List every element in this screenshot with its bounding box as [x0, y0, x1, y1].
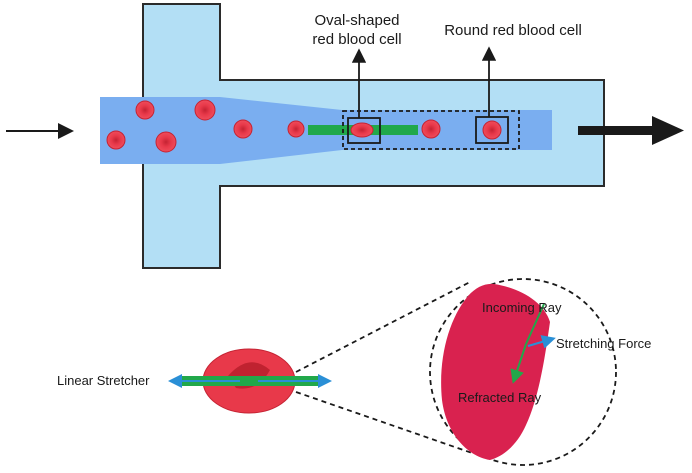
red-blood-cell	[155, 131, 177, 153]
red-blood-cell	[135, 100, 155, 120]
oval-cell-highlight-box	[347, 117, 381, 144]
outlet-arrow	[578, 116, 684, 145]
enlarged-cell	[441, 283, 550, 460]
stretcher-bar	[178, 376, 320, 386]
refracted-ray-arrow	[510, 343, 527, 384]
incoming-ray-label: Incoming Ray	[482, 300, 562, 315]
oval-red-blood-cell	[350, 122, 374, 138]
oval-cell-label-line1: Oval-shaped	[314, 12, 399, 29]
red-blood-cell	[287, 120, 305, 138]
round-red-blood-cell	[482, 120, 502, 140]
zoom-circle	[429, 278, 617, 466]
incoming-ray-arrow	[525, 303, 545, 345]
zoom-line-top	[295, 281, 471, 373]
round-cell-highlight-box	[475, 116, 509, 144]
round-cell-label: Round red blood cell	[444, 22, 582, 39]
stretching-force-arrow	[527, 335, 556, 349]
red-blood-cell	[194, 99, 216, 121]
stretching-force-label: Stretching Force	[556, 336, 651, 351]
oval-cell-label-line2: red blood cell	[312, 31, 401, 48]
red-blood-cell	[233, 119, 253, 139]
linear-stretcher-label: Linear Stretcher	[57, 373, 150, 388]
red-blood-cell	[106, 130, 126, 150]
detection-region	[342, 110, 520, 150]
red-blood-cells	[106, 99, 502, 153]
refracted-ray-label: Refracted Ray	[458, 390, 542, 405]
red-blood-cell	[421, 119, 441, 139]
zoom-line-bottom	[295, 391, 473, 454]
